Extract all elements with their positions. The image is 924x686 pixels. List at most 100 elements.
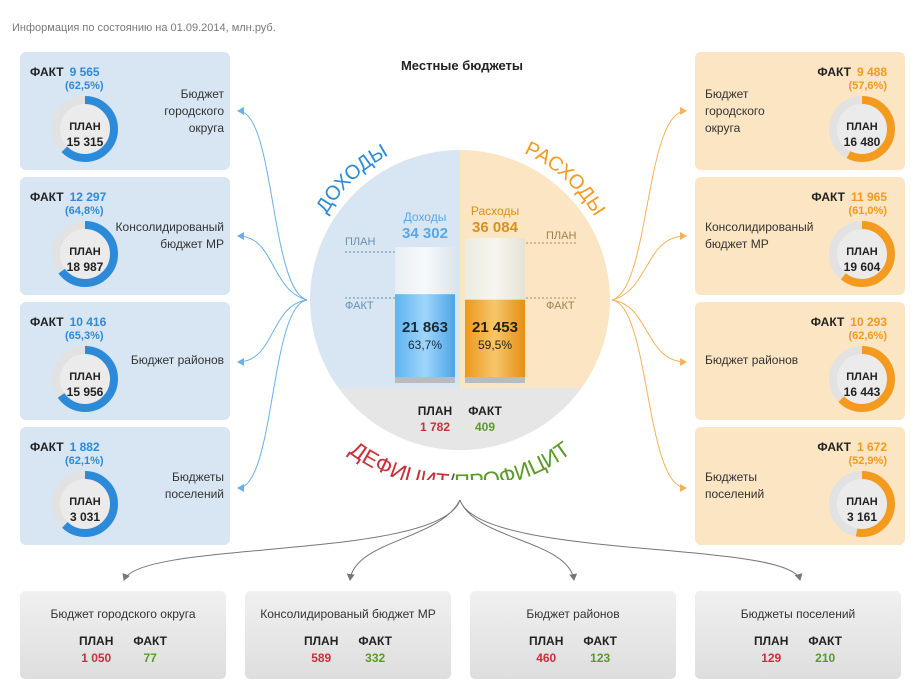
page-title: Местные бюджеты xyxy=(400,58,524,73)
card-name-line: Бюджеты xyxy=(705,470,758,484)
fact-percent: (64,8%) xyxy=(65,205,104,217)
fact-row: ФАКТ 10 293 xyxy=(811,315,887,329)
income-label: Доходы xyxy=(403,210,447,224)
fact-label: ФАКТ xyxy=(583,634,617,648)
progress-ring-fill xyxy=(829,221,895,287)
fact-label: ФАКТ xyxy=(817,440,851,454)
balance-plan-label: ПЛАН xyxy=(417,404,453,418)
card-name-line: бюджет МР xyxy=(160,237,224,251)
plan-label: ПЛАН xyxy=(846,246,878,258)
card-name: Бюджет районов xyxy=(131,352,224,369)
card-name-line: бюджет МР xyxy=(705,237,769,251)
connector-expense-1 xyxy=(611,106,687,301)
deficit-profit-arc-text: ДЕФИЦИТ/ПРОФИЦИТ xyxy=(345,436,574,480)
arc-words: ДОХОДЫ РАСХОДЫ ДЕФИЦИТ/ПРОФИЦИТ xyxy=(312,138,610,480)
card-name-line: Бюджет районов xyxy=(130,353,224,367)
expense-label: Расходы xyxy=(470,204,520,218)
info-caption: Информация по состоянию на 01.09.2014, м… xyxy=(12,22,276,34)
plan-value: 19 604 xyxy=(843,260,881,274)
plan-value: 129 xyxy=(761,651,782,665)
progress-ring-fill xyxy=(52,221,118,287)
fact-value: 10 293 xyxy=(850,315,887,329)
plan-label: ПЛАН xyxy=(754,634,789,648)
card-name-line: Бюджет xyxy=(180,87,224,101)
plan-block: ПЛАН 15 315 xyxy=(50,120,120,150)
connector-income-2 xyxy=(237,232,308,301)
income-fill-bar xyxy=(395,294,455,377)
plan-label: ПЛАН xyxy=(69,121,101,133)
fact-value: 10 416 xyxy=(69,315,107,329)
card-name-line: Консолидированый xyxy=(705,220,814,234)
card-name-line: Бюджет xyxy=(705,87,749,101)
fact-percent: (61,0%) xyxy=(848,205,887,217)
connector-balance-3 xyxy=(459,499,578,581)
income-plan-value: 34 302 xyxy=(402,225,448,242)
plan-label: ПЛАН xyxy=(529,634,564,648)
balance-fact-label: ФАКТ xyxy=(468,404,502,418)
connector-income-1 xyxy=(237,106,308,301)
fact-value: 77 xyxy=(143,651,157,665)
card-name-line: округа xyxy=(705,121,741,135)
fact-label: ФАКТ xyxy=(133,634,167,648)
fact-label: ФАКТ xyxy=(810,315,845,329)
fact-value: 11 965 xyxy=(850,190,887,204)
card-name: Бюджет районов xyxy=(705,352,798,369)
plan-label: ПЛАН xyxy=(304,634,339,648)
plan-label: ПЛАН xyxy=(846,121,878,133)
connector-balance-1 xyxy=(122,499,461,581)
fact-label: ФАКТ xyxy=(30,65,64,79)
income-fact-pct: 63,7% xyxy=(407,338,443,352)
income-plan-tick: ПЛАН xyxy=(345,236,376,248)
card-name: Бюджет городского округа xyxy=(164,86,224,137)
progress-ring-fill xyxy=(52,346,118,412)
fact-percent: (62,1%) xyxy=(65,455,104,467)
plan-label: ПЛАН xyxy=(846,371,878,383)
plan-value: 460 xyxy=(536,651,557,665)
progress-ring-fill xyxy=(52,96,118,162)
card-name-line: Консолидированый xyxy=(115,220,224,234)
fact-row: ФАКТ 10 416 xyxy=(30,315,106,329)
fact-label: ФАКТ xyxy=(30,315,64,329)
connector-income-4 xyxy=(237,299,308,492)
plan-value: 15 315 xyxy=(66,135,104,149)
expense-fill-bar xyxy=(465,299,525,377)
fact-value: 1 882 xyxy=(69,440,100,454)
card-name-line: городского xyxy=(705,104,765,118)
card-name-line: поселений xyxy=(164,487,224,501)
progress-ring xyxy=(829,221,895,287)
fact-label: ФАКТ xyxy=(30,190,64,204)
connector-balance-4 xyxy=(459,499,803,581)
plan-value: 15 956 xyxy=(66,385,104,399)
card-name-line: Бюджеты xyxy=(171,470,224,484)
balance-card-name: Консолидированый бюджет МР xyxy=(260,607,436,621)
expense-fact-value: 21 453 xyxy=(472,319,518,336)
plan-value: 1 050 xyxy=(81,651,112,665)
center-circle xyxy=(310,150,610,450)
fact-label: ФАКТ xyxy=(30,440,64,454)
progress-ring xyxy=(829,96,895,162)
expense-arc-text: РАСХОДЫ xyxy=(522,138,610,220)
plan-label: ПЛАН xyxy=(69,496,101,508)
income-arc-text: ДОХОДЫ xyxy=(312,140,391,217)
card-name-line: Бюджет районов xyxy=(705,353,799,367)
income-fact-tick: ФАКТ xyxy=(345,300,374,312)
income-fact-value: 21 863 xyxy=(402,319,448,336)
card-name-line: городского xyxy=(164,104,224,118)
expense-plan-tick: ПЛАН xyxy=(546,230,577,242)
fact-percent: (52,9%) xyxy=(848,455,887,467)
fact-percent: (65,3%) xyxy=(65,330,104,342)
card-name-line: округа xyxy=(188,121,224,135)
